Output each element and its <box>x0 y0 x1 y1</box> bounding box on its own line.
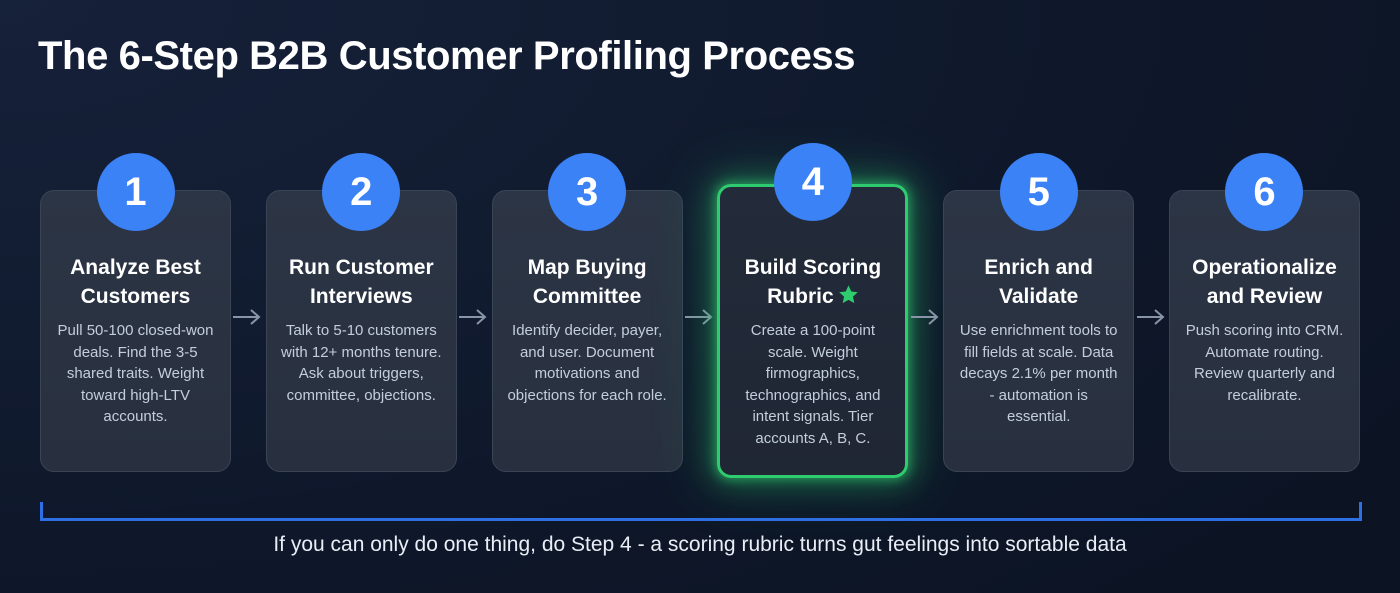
step-description: Talk to 5-10 customers with 12+ months t… <box>281 322 442 404</box>
step-number-badge: 5 <box>999 153 1078 231</box>
step-title-text: Analyze Best Customers <box>70 256 201 308</box>
step-title: Operationalize and Review <box>1184 253 1345 311</box>
step-connector-2 <box>457 190 492 472</box>
summary-bracket <box>40 500 1362 522</box>
step-description: Identify decider, payer, and user. Docum… <box>507 322 667 404</box>
step-connector-4 <box>908 190 943 472</box>
step-number-badge: 3 <box>548 153 627 231</box>
step-title-text: Build Scoring Rubric <box>744 256 882 308</box>
step-title: Map Buying Committee <box>507 253 668 311</box>
step-title: Analyze Best Customers <box>55 253 216 311</box>
step-number-badge: 6 <box>1225 153 1304 231</box>
step-number-badge: 2 <box>322 153 401 231</box>
step-number-badge: 4 <box>773 143 852 221</box>
step-title: Build Scoring Rubric <box>734 253 891 311</box>
arrow-right-icon <box>233 309 261 325</box>
step-description: Create a 100-point scale. Weight firmogr… <box>745 322 881 447</box>
step-description: Push scoring into CRM. Automate routing.… <box>1185 322 1344 404</box>
footer-caption: If you can only do one thing, do Step 4 … <box>273 533 1127 556</box>
bracket-shape <box>40 502 1362 521</box>
step-connector-5 <box>1134 190 1169 472</box>
step-title: Run Customer Interviews <box>281 253 442 311</box>
arrow-right-icon <box>459 309 487 325</box>
step-title-text: Enrich and Validate <box>984 256 1093 308</box>
step-description: Pull 50-100 closed-won deals. Find the 3… <box>57 322 214 425</box>
step-title-text: Run Customer Interviews <box>288 256 434 308</box>
step-title-text: Operationalize and Review <box>1192 256 1337 308</box>
step-connector-3 <box>683 190 718 472</box>
arrow-right-icon <box>910 309 939 325</box>
step-number-badge: 1 <box>96 153 175 231</box>
step-title: Enrich and Validate <box>958 253 1119 311</box>
step-description: Use enrichment tools to fill fields at s… <box>959 322 1118 425</box>
step-connector-1 <box>231 190 266 472</box>
arrow-right-icon <box>684 309 713 325</box>
page-title: The 6-Step B2B Customer Profiling Proces… <box>38 34 856 78</box>
step-title-text: Map Buying Committee <box>527 256 647 308</box>
arrow-right-icon <box>1136 309 1165 325</box>
star-icon <box>838 285 858 304</box>
